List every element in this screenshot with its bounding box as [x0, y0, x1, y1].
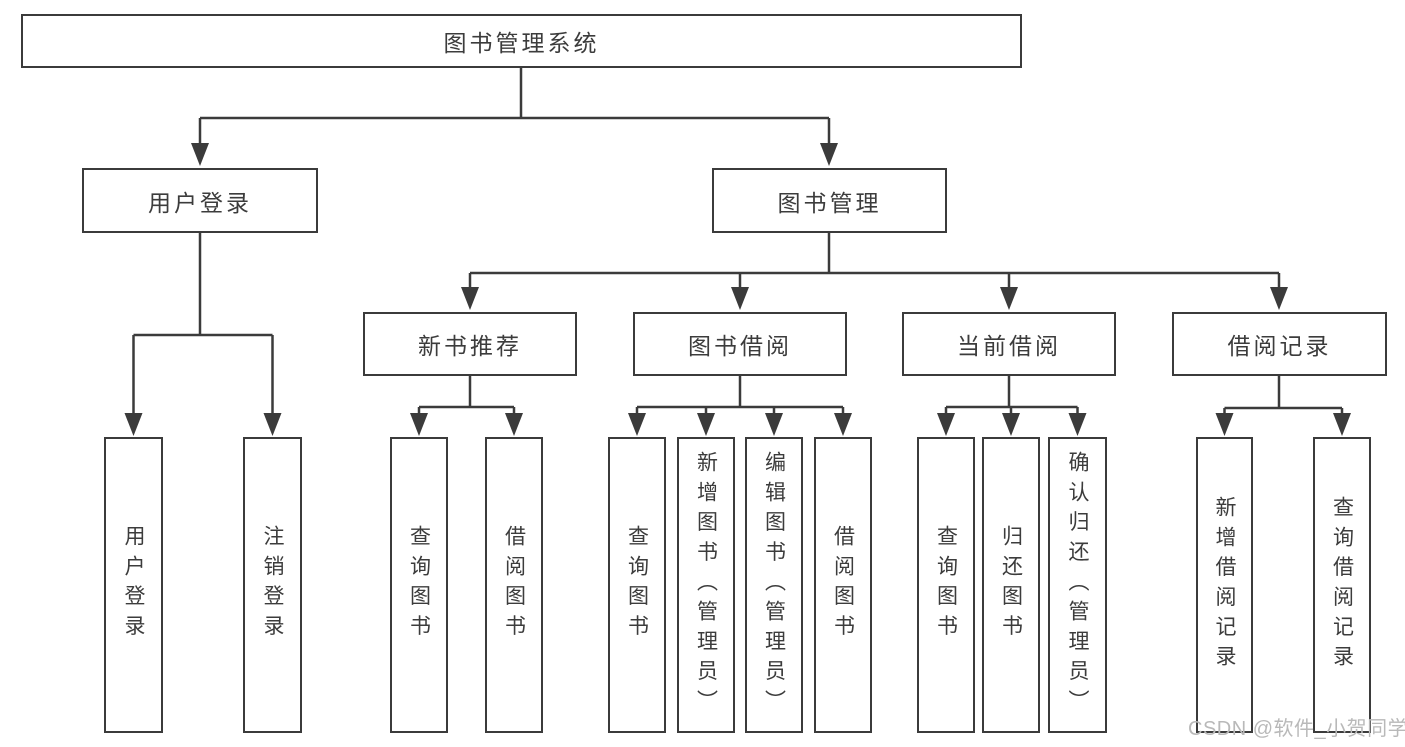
leaf-borrow-books-recommend: 借阅图书: [485, 437, 543, 733]
root-node-library-system: 图书管理系统: [21, 14, 1022, 68]
leaf-query-books-current: 查询图书: [917, 437, 975, 733]
leaf-add-borrow-record: 新增借阅记录: [1196, 437, 1253, 733]
arrow-down-icon: [1270, 287, 1288, 310]
arrow-down-icon: [820, 143, 838, 166]
leaf-label: 借阅图书: [831, 525, 855, 645]
arrow-down-icon: [765, 413, 783, 436]
arrow-down-icon: [124, 413, 143, 436]
arrow-down-icon: [1333, 413, 1351, 436]
leaf-query-borrow-record: 查询借阅记录: [1313, 437, 1371, 733]
leaf-query-books-borrow: 查询图书: [608, 437, 666, 733]
leaf-logout: 注销登录: [243, 437, 302, 733]
arrow-down-icon: [731, 287, 749, 310]
node-label: 图书借阅: [688, 333, 792, 359]
arrow-down-icon: [937, 413, 955, 436]
node-book-borrow: 图书借阅: [633, 312, 847, 376]
arrow-down-icon: [1215, 413, 1234, 436]
arrow-down-icon: [461, 287, 479, 310]
arrow-down-icon: [628, 413, 646, 436]
node-label: 图书管理系统: [443, 30, 600, 56]
leaf-label: 用户登录: [122, 525, 145, 645]
leaf-query-books-recommend: 查询图书: [390, 437, 448, 733]
leaf-label: 归还图书: [999, 525, 1023, 645]
arrow-down-icon: [191, 143, 209, 166]
watermark: CSDN @软件_小贺同学: [1188, 718, 1405, 740]
leaf-user-login: 用户登录: [104, 437, 163, 733]
node-new-book-recommend: 新书推荐: [363, 312, 577, 376]
leaf-label: 新增图书（管理员）: [694, 450, 718, 720]
leaf-confirm-return-admin: 确认归还（管理员）: [1048, 437, 1107, 733]
arrow-down-icon: [410, 413, 428, 436]
arrow-down-icon: [834, 413, 852, 436]
node-label: 用户登录: [148, 189, 252, 216]
leaf-label: 查询图书: [407, 525, 431, 645]
arrow-down-icon: [1068, 413, 1087, 436]
leaf-label: 查询图书: [934, 525, 958, 645]
leaf-borrow-books: 借阅图书: [814, 437, 872, 733]
leaf-return-book: 归还图书: [982, 437, 1040, 733]
arrow-down-icon: [505, 413, 523, 436]
leaf-add-book-admin: 新增图书（管理员）: [677, 437, 735, 733]
leaf-label: 查询图书: [625, 525, 649, 645]
arrow-down-icon: [263, 413, 282, 436]
leaf-label: 新增借阅记录: [1213, 495, 1236, 675]
leaf-label: 注销登录: [261, 525, 284, 645]
leaf-label: 确认归还（管理员）: [1066, 450, 1089, 720]
node-label: 当前借阅: [957, 333, 1061, 359]
arrow-down-icon: [1000, 287, 1018, 310]
arrow-down-icon: [697, 413, 715, 436]
leaf-edit-book-admin: 编辑图书（管理员）: [745, 437, 803, 733]
arrow-down-icon: [1002, 413, 1020, 436]
node-label: 新书推荐: [418, 333, 522, 359]
node-label: 图书管理: [777, 189, 882, 216]
node-current-borrow: 当前借阅: [902, 312, 1116, 376]
node-borrow-records: 借阅记录: [1172, 312, 1387, 376]
node-label: 借阅记录: [1227, 333, 1332, 359]
leaf-label: 借阅图书: [502, 525, 526, 645]
connector-arrowheads: [124, 143, 1351, 436]
node-user-login: 用户登录: [82, 168, 318, 233]
leaf-label: 编辑图书（管理员）: [762, 450, 786, 720]
node-book-management: 图书管理: [712, 168, 947, 233]
leaf-label: 查询借阅记录: [1330, 495, 1354, 675]
